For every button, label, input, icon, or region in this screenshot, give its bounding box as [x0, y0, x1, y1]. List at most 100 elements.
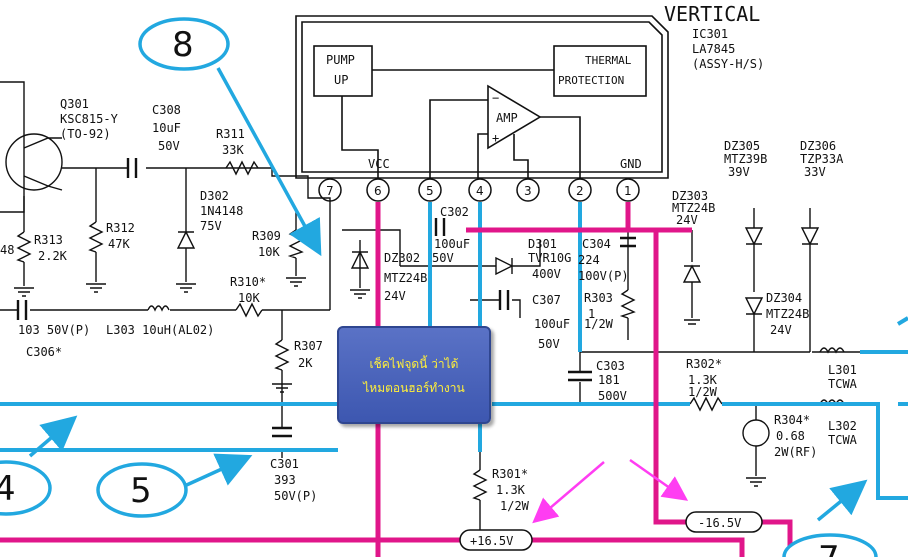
svg-text:393: 393	[274, 473, 296, 487]
svg-text:DZ302: DZ302	[384, 251, 420, 265]
capacitors	[16, 158, 636, 438]
svg-text:1: 1	[588, 307, 595, 321]
callout-arrows	[28, 67, 868, 522]
svg-text:24V: 24V	[676, 213, 698, 227]
pin-4-label: 4	[476, 184, 484, 198]
pump-label-2: UP	[334, 73, 348, 87]
svg-text:R303: R303	[584, 291, 613, 305]
c306-cap	[16, 300, 28, 320]
svg-text:DZ306: DZ306	[800, 139, 836, 153]
l301-inductor	[819, 347, 845, 354]
svg-text:100uF: 100uF	[434, 237, 470, 251]
pump-up-block	[313, 45, 373, 97]
svg-text:L301: L301	[828, 363, 857, 377]
svg-text:2.2K: 2.2K	[38, 249, 68, 263]
svg-text:50V(P): 50V(P)	[274, 489, 317, 503]
svg-text:DZ304: DZ304	[766, 291, 802, 305]
r302-resistor	[689, 396, 723, 412]
svg-text:50V: 50V	[538, 337, 560, 351]
svg-text:R310*: R310*	[230, 275, 266, 289]
callout-4-label: 4	[0, 469, 16, 509]
svg-text:33K: 33K	[222, 143, 244, 157]
amp-triangle	[487, 84, 542, 150]
svg-text:47K: 47K	[108, 237, 130, 251]
gnd-label: GND	[620, 157, 642, 171]
neg-rail-label: -16.5V	[698, 516, 741, 530]
dz302-zener	[350, 250, 370, 269]
vcc-label: VCC	[368, 157, 390, 171]
svg-text:0.68: 0.68	[776, 429, 805, 443]
svg-text:2K: 2K	[298, 356, 313, 370]
c308-cap	[126, 158, 138, 178]
svg-text:R311: R311	[216, 127, 245, 141]
svg-text:R304*: R304*	[774, 413, 810, 427]
svg-text:10K: 10K	[258, 245, 280, 259]
ic-part: LA7845	[692, 42, 735, 56]
svg-text:TVR10G: TVR10G	[528, 251, 571, 265]
svg-text:75V: 75V	[200, 219, 222, 233]
ic-pins	[318, 178, 640, 202]
svg-text:MTZ24B: MTZ24B	[384, 271, 427, 285]
callouts	[0, 17, 878, 557]
amp-plus: +	[492, 131, 499, 145]
circuit-wires	[0, 81, 860, 530]
svg-text:Q301: Q301	[60, 97, 89, 111]
svg-text:100V(P): 100V(P)	[578, 269, 629, 283]
ic-title: VERTICAL	[664, 2, 760, 26]
svg-text:2W(RF): 2W(RF)	[774, 445, 817, 459]
svg-text:D301: D301	[528, 237, 557, 251]
svg-text:R301*: R301*	[492, 467, 528, 481]
svg-text:L302: L302	[828, 419, 857, 433]
svg-text:C303: C303	[596, 359, 625, 373]
callout-7	[782, 533, 878, 557]
svg-text:224: 224	[578, 253, 600, 267]
pin-2	[568, 178, 592, 202]
svg-text:24V: 24V	[770, 323, 792, 337]
svg-text:50V: 50V	[432, 251, 454, 265]
svg-text:181: 181	[598, 373, 620, 387]
c304-cap	[620, 236, 636, 248]
pin-6	[366, 178, 390, 202]
r313-resistor	[16, 231, 32, 263]
callout-4	[0, 460, 52, 516]
svg-text:R312: R312	[106, 221, 135, 235]
ground-symbols	[14, 277, 766, 487]
pin-6-label: 6	[374, 184, 382, 198]
thermal-protection-block	[553, 45, 647, 97]
ic-ref: IC301	[692, 27, 728, 41]
note-arrows	[532, 458, 689, 524]
svg-text:1.3K: 1.3K	[496, 483, 526, 497]
svg-text:1.3K: 1.3K	[688, 373, 718, 387]
r307-resistor	[274, 339, 290, 371]
svg-text:C302: C302	[440, 205, 469, 219]
svg-text:400V: 400V	[532, 267, 561, 281]
svg-text:DZ305: DZ305	[724, 139, 760, 153]
svg-text:C304: C304	[582, 237, 611, 251]
q301-transistor	[5, 128, 63, 196]
note-callout: เช็คไฟจุดนี้ ว่าได้ ไหมตอนฮอร์ทำงาน	[337, 326, 491, 424]
svg-text:C306*: C306*	[26, 345, 62, 359]
dz303-zener	[682, 264, 702, 283]
svg-text:KSC815-Y: KSC815-Y	[60, 112, 119, 126]
r309-resistor	[287, 229, 304, 259]
svg-text:DZ303: DZ303	[672, 189, 708, 203]
component-labels: Q301 KSC815-Y (TO-92) C308 10uF 50V R311…	[0, 97, 858, 513]
svg-text:D302: D302	[200, 189, 229, 203]
callout-8	[138, 17, 230, 71]
pos-rail-box	[459, 529, 533, 551]
pin-5	[418, 178, 442, 202]
svg-text:C308: C308	[152, 103, 181, 117]
c301-cap	[272, 426, 292, 438]
dz305-zener	[744, 227, 764, 246]
d301-diode	[495, 256, 514, 276]
dz304-zener	[744, 297, 764, 316]
svg-text:R307: R307	[294, 339, 323, 353]
c303-cap	[568, 370, 592, 382]
blue-traces	[0, 202, 908, 500]
pin-1-label: 1	[624, 184, 632, 198]
pin-1	[616, 178, 640, 202]
svg-text:100uF: 100uF	[534, 317, 570, 331]
callout-5-label: 5	[130, 471, 152, 511]
svg-text:48: 48	[0, 243, 14, 257]
